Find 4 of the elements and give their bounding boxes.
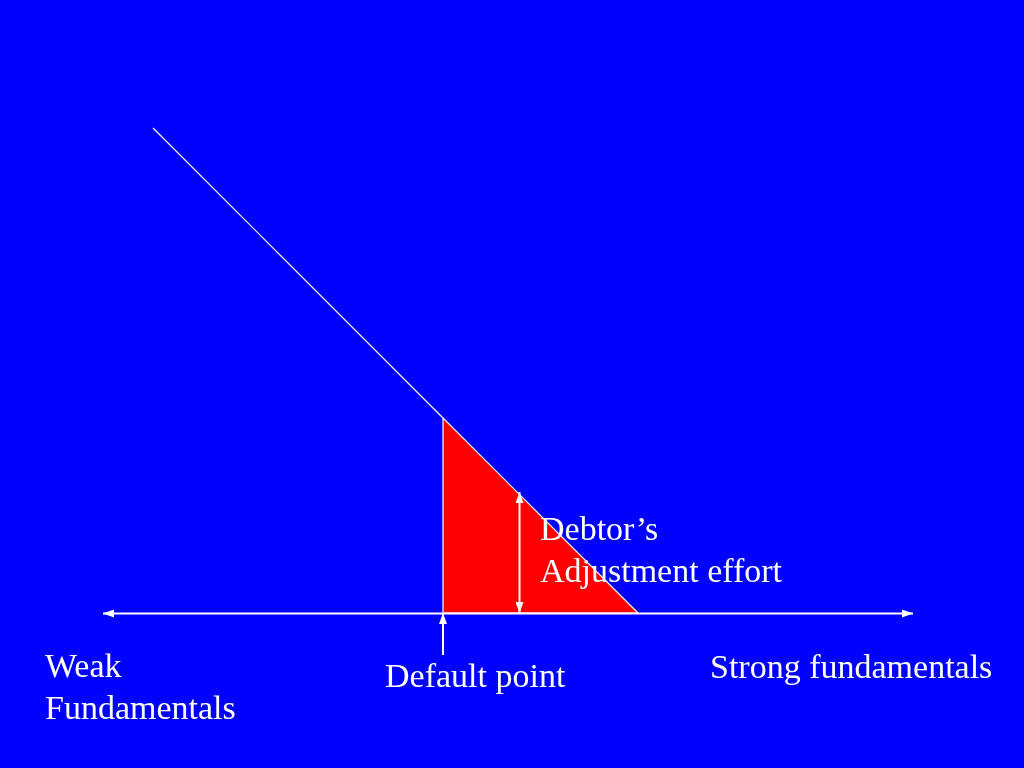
arrow [439,612,447,656]
axis-label: Strong fundamentals [710,647,994,687]
point-label: Default point [385,655,575,697]
axis-label: Weak Fundamentals [45,646,237,728]
